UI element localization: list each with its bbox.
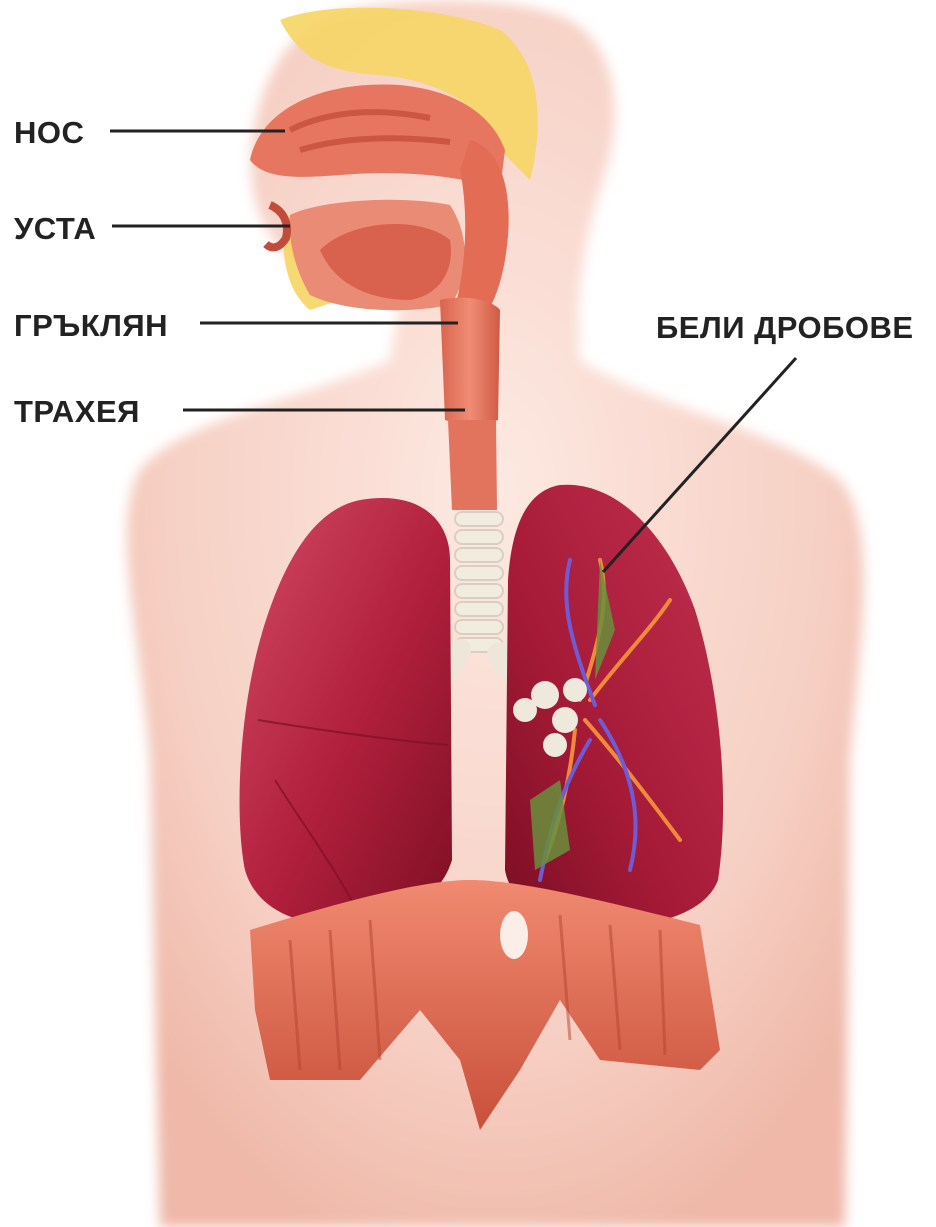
trachea-upper [448, 420, 497, 510]
central-tendon [500, 911, 528, 959]
label-lungs: БЕЛИ ДРОБОВЕ [656, 310, 914, 345]
label-nose: НОС [14, 115, 84, 150]
label-mouth: УСТА [14, 211, 96, 246]
label-trachea: ТРАХЕЯ [14, 394, 140, 429]
label-larynx: ГРЪКЛЯН [14, 308, 168, 343]
larynx-shape [440, 298, 500, 424]
